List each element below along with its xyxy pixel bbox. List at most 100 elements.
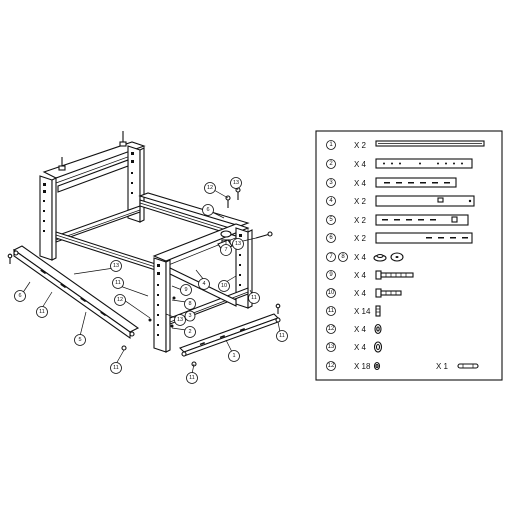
callout-13: 13 (232, 238, 244, 250)
parts-row-5: 5 X 2 (326, 214, 469, 226)
svg-text:X 18: X 18 (354, 362, 371, 371)
parts-row-6: 6 X 2 (326, 232, 473, 244)
svg-text:X 4: X 4 (354, 325, 367, 334)
svg-text:13: 13 (113, 263, 119, 269)
svg-text:11: 11 (115, 280, 121, 286)
svg-text:13: 13 (177, 317, 183, 323)
parts-row-12: 12 X 4 (326, 323, 382, 335)
callout-5: 5 (74, 334, 86, 346)
long-rail-icon (375, 140, 485, 147)
perforated-bar-icon (375, 158, 473, 169)
callout-11: 11 (276, 330, 288, 342)
svg-text:6: 6 (329, 235, 333, 241)
parts-row-7-8: 7 8 X 4 (326, 252, 404, 262)
svg-text:13: 13 (328, 344, 335, 350)
callout-2: 2 (184, 326, 196, 338)
crossbar-icon (375, 195, 475, 207)
screw-icon (375, 305, 381, 317)
svg-text:12: 12 (207, 185, 213, 191)
svg-text:7: 7 (329, 254, 333, 260)
callout-3: 3 (184, 310, 196, 322)
parts-row-11: 11 X 14 (326, 305, 381, 317)
svg-text:11: 11 (279, 333, 285, 339)
callout-1: 1 (228, 350, 240, 362)
long-bolt-icon (375, 270, 414, 280)
slotted-bar-icon (375, 177, 457, 188)
parts-row-9: 9 X 4 (326, 270, 414, 280)
svg-text:9: 9 (329, 272, 333, 278)
parts-row-14: 12 X 18 X 1 (326, 361, 479, 371)
callout-10: 10 (218, 280, 230, 292)
callout-13: 13 (174, 314, 186, 326)
svg-text:X 2: X 2 (354, 197, 367, 206)
svg-text:11: 11 (113, 365, 119, 371)
washer-icon (373, 361, 381, 371)
callout-4: 4 (198, 278, 210, 290)
parts-row-13: 13 X 4 (326, 341, 383, 353)
callout-9: 9 (180, 284, 192, 296)
callout-13: 13 (110, 260, 122, 272)
callout-11: 11 (112, 277, 124, 289)
svg-text:3: 3 (188, 313, 191, 319)
svg-text:13: 13 (233, 180, 239, 186)
front-bottom-rail-left (12, 245, 140, 340)
svg-text:1: 1 (232, 353, 235, 359)
callout-11: 11 (110, 362, 122, 374)
svg-text:2: 2 (188, 329, 191, 335)
svg-text:X 4: X 4 (354, 160, 367, 169)
svg-text:2: 2 (329, 161, 333, 167)
callout-13: 13 (230, 177, 242, 189)
rear-frame (39, 131, 146, 261)
parts-row-10: 10 X 4 (326, 288, 402, 298)
callout-6: 6 (14, 290, 26, 302)
svg-text:8: 8 (341, 254, 345, 260)
svg-text:X 2: X 2 (354, 141, 367, 150)
svg-text:X 4: X 4 (354, 343, 367, 352)
svg-text:X 4: X 4 (354, 289, 367, 298)
parts-row-2: 2 X 4 (326, 158, 473, 169)
svg-text:X 2: X 2 (354, 234, 367, 243)
svg-text:X 14: X 14 (354, 307, 371, 316)
svg-text:10: 10 (328, 290, 335, 296)
wrench-icon (457, 363, 479, 369)
svg-text:7: 7 (224, 247, 227, 253)
svg-text:4: 4 (329, 198, 333, 204)
svg-text:3: 3 (329, 180, 333, 186)
svg-text:X 4: X 4 (354, 271, 367, 280)
svg-text:5: 5 (78, 337, 81, 343)
svg-text:X 4: X 4 (354, 179, 367, 188)
slotted-plate-icon (375, 232, 473, 244)
callout-11: 11 (186, 372, 198, 384)
svg-text:11: 11 (328, 308, 335, 314)
svg-text:11: 11 (251, 295, 257, 301)
side-rails (55, 192, 250, 275)
svg-text:10: 10 (221, 283, 227, 289)
svg-text:13: 13 (235, 241, 241, 247)
svg-text:X 4: X 4 (354, 253, 367, 262)
callout-11: 11 (248, 292, 260, 304)
loose-hardware (7, 187, 281, 367)
svg-text:12: 12 (328, 363, 335, 369)
callout-8: 8 (184, 298, 196, 310)
foot-washer-icon (373, 252, 404, 262)
svg-text:12: 12 (328, 326, 335, 332)
svg-text:5: 5 (329, 217, 333, 223)
svg-text:6: 6 (18, 293, 21, 299)
svg-text:6: 6 (206, 207, 209, 213)
nut-icon (374, 323, 382, 335)
lock-nut-icon (373, 341, 383, 353)
svg-text:9: 9 (184, 287, 187, 293)
svg-text:X 2: X 2 (354, 216, 367, 225)
callout-6: 6 (202, 204, 214, 216)
parts-row-1: 1 X 2 (326, 140, 485, 150)
svg-text:12: 12 (117, 297, 123, 303)
wrench-qty: X 1 (436, 362, 449, 371)
svg-text:1: 1 (329, 142, 333, 148)
callout-12: 12 (204, 182, 216, 194)
callout-11: 11 (36, 306, 48, 318)
callout-12: 12 (114, 294, 126, 306)
short-bolt-icon (375, 288, 402, 298)
callouts: 12 13 6 7 13 4 10 11 9 8 13 11 12 13 2 3… (14, 177, 288, 384)
svg-text:11: 11 (189, 375, 195, 381)
